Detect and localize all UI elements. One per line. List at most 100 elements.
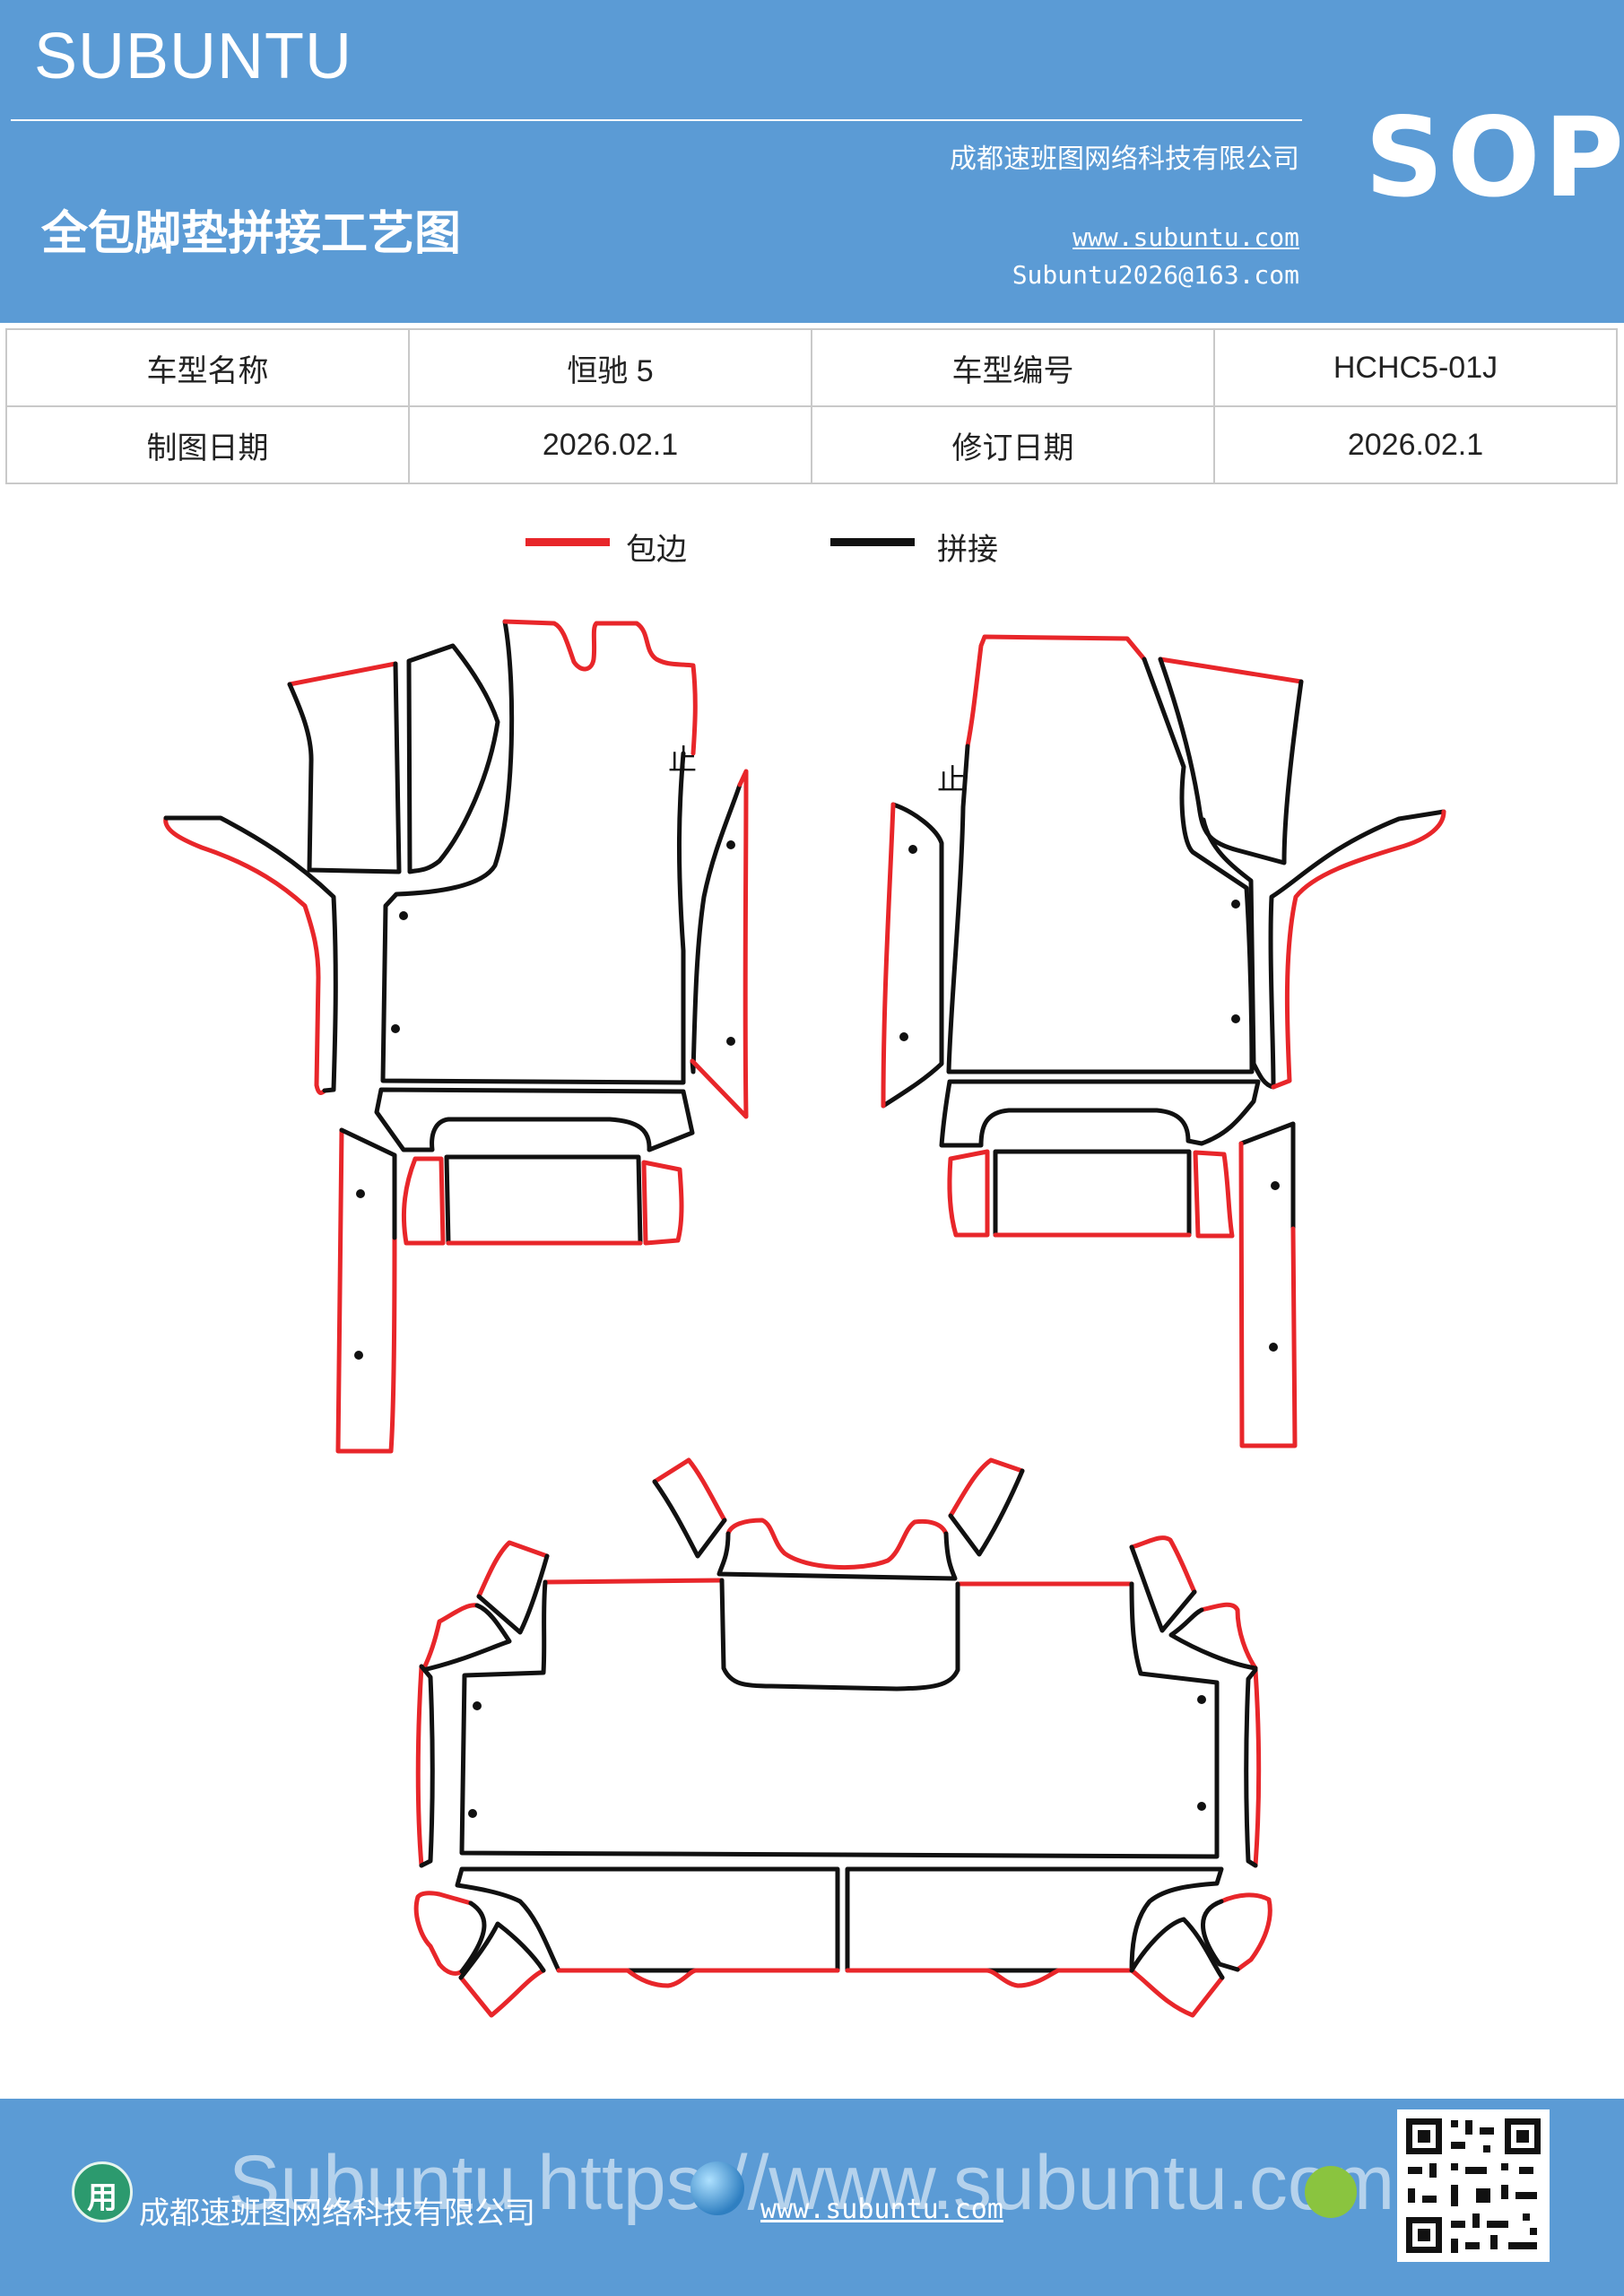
driver-mat-group: 止 [163,619,749,1454]
driver-tall-strip-seam [339,1127,397,1240]
rear-lr2-corner-edge [1129,1968,1225,2018]
legend-swatch-seam [830,538,915,546]
driver-stud [356,1189,365,1198]
rear-stud [1197,1802,1206,1811]
rear-ul2-piece-seam [421,1603,512,1673]
company-icon-glyph: 用 [87,2180,117,2216]
rear-right-strip-edge [1253,1667,1262,1868]
driver-block-right-edge [641,1160,684,1246]
passenger-wing-edge [1271,809,1446,1090]
passenger-stud [1269,1343,1278,1352]
vehicle-info-table: 车型名称 恒驰 5 车型编号 HCHC5-01J 制图日期 2026.02.1 … [5,328,1618,484]
driver-stud [726,840,735,849]
driver-side-strip-seam [690,782,743,1074]
passenger-upper-right-seam [1158,657,1304,865]
passenger-stud [899,1032,908,1041]
value-model-name: 恒驰 5 [408,328,812,407]
footer-watermark: Subuntu https://www.subuntu.com [229,2140,1395,2226]
rear-stud [473,1701,482,1710]
rear-ll-corner-edge [413,1891,473,1976]
rear-ur2-piece-seam [1168,1607,1258,1671]
passenger-upper-right-edge [1158,657,1304,684]
rear-lower-right-seam [845,1866,1224,1973]
table-row: 车型名称 恒驰 5 车型编号 HCHC5-01J [5,328,1618,407]
value-model-code: HCHC5-01J [1213,328,1618,407]
wechat-icon [1305,2166,1357,2218]
legend-label-seam: 拼接 [937,532,998,568]
rear-tunnel-edge [725,1518,949,1570]
brand-logo: SUBUNTU [34,21,353,92]
passenger-threshold-seam [939,1079,1261,1148]
driver-stud [726,1037,735,1046]
sop-badge: SOP [1365,94,1624,222]
passenger-mat-main-seam [946,657,1255,1074]
rear-tab-left-seam [652,1479,727,1559]
rear-stud [468,1809,477,1818]
rear-tab-left-edge [652,1457,727,1523]
driver-mat-main-edge [502,619,698,756]
rear-lower-left-edge [556,1968,840,1988]
rear-ul-piece-seam [476,1553,550,1635]
driver-stud [354,1351,363,1360]
passenger-mat-main-edge [965,634,1147,749]
passenger-stud [908,845,917,854]
passenger-block-left-edge [947,1149,990,1238]
email-address[interactable]: Subuntu2026@163.com [1012,260,1299,290]
rear-ll-corner-seam [459,1900,487,1974]
rear-right-strip-seam [1244,1667,1258,1868]
rear-lr2-corner-seam [1129,1917,1225,1980]
driver-wing-seam [163,815,338,1093]
passenger-stud [1271,1181,1280,1190]
driver-block-mid-seam [444,1154,643,1246]
rear-lower-right-edge [845,1968,1134,1988]
website-link[interactable]: www.subuntu.com [1073,222,1299,252]
footer-company-name: 成都速班图网络科技有限公司 [139,2196,535,2231]
label-model-name: 车型名称 [5,328,410,407]
rear-ur-piece-seam [1129,1544,1197,1633]
table-row: 制图日期 2026.02.1 修订日期 2026.02.1 [5,405,1618,484]
rear-left-strip-seam [419,1664,435,1868]
footer-website-link[interactable]: www.subuntu.com [760,2194,1003,2225]
label-revision-date: 修订日期 [811,405,1215,484]
passenger-stop-marker: 止 [937,762,966,796]
passenger-side-strip-seam [881,802,944,1109]
driver-upper-mid-seam [406,643,500,874]
driver-upper-left-seam [287,661,402,874]
legend: 包边 拼接 [0,525,1624,570]
passenger-stud [1231,900,1240,909]
rear-ur2-piece-edge [1199,1602,1258,1671]
globe-icon [690,2161,744,2215]
passenger-block-right-edge [1193,1150,1235,1239]
driver-stud [399,911,408,920]
driver-stud [391,1024,400,1033]
legend-label-edging: 包边 [626,532,687,568]
passenger-tall-strip-seam [1238,1121,1296,1231]
driver-upper-left-edge [287,661,398,687]
company-name: 成都速班图网络科技有限公司 [950,144,1299,175]
passenger-stud [1231,1014,1240,1023]
floor-mat-drawing: 止 [163,619,1446,2018]
passenger-wing-seam [1201,809,1446,1090]
value-draw-date: 2026.02.1 [408,405,812,484]
rear-tunnel-seam [716,1531,958,1581]
passenger-side-strip-edge [881,802,896,1109]
header-banner [0,0,1624,323]
rear-left-strip-edge [415,1664,424,1868]
driver-wing-edge [163,815,327,1095]
rear-tab-right-edge [948,1457,1025,1518]
rear-ll2-corner-seam [458,1921,546,1980]
legend-swatch-edging [525,538,610,546]
driver-stop-marker: 止 [668,743,697,777]
rear-mat-group [413,1457,1272,2018]
rear-main-seam [459,1578,1220,1859]
driver-mat-main-seam [380,619,686,1085]
label-draw-date: 制图日期 [5,405,410,484]
rear-tab-right-seam [948,1468,1025,1557]
driver-tall-strip-edge [335,1127,397,1454]
rear-lr-corner-seam [1201,1899,1240,1972]
passenger-mat-group: 止 [881,634,1446,1448]
passenger-tall-strip-edge [1238,1141,1298,1448]
rear-lower-left-seam [455,1866,840,1973]
passenger-block-mid-seam [993,1149,1192,1238]
rear-ur-piece-edge [1129,1535,1197,1595]
